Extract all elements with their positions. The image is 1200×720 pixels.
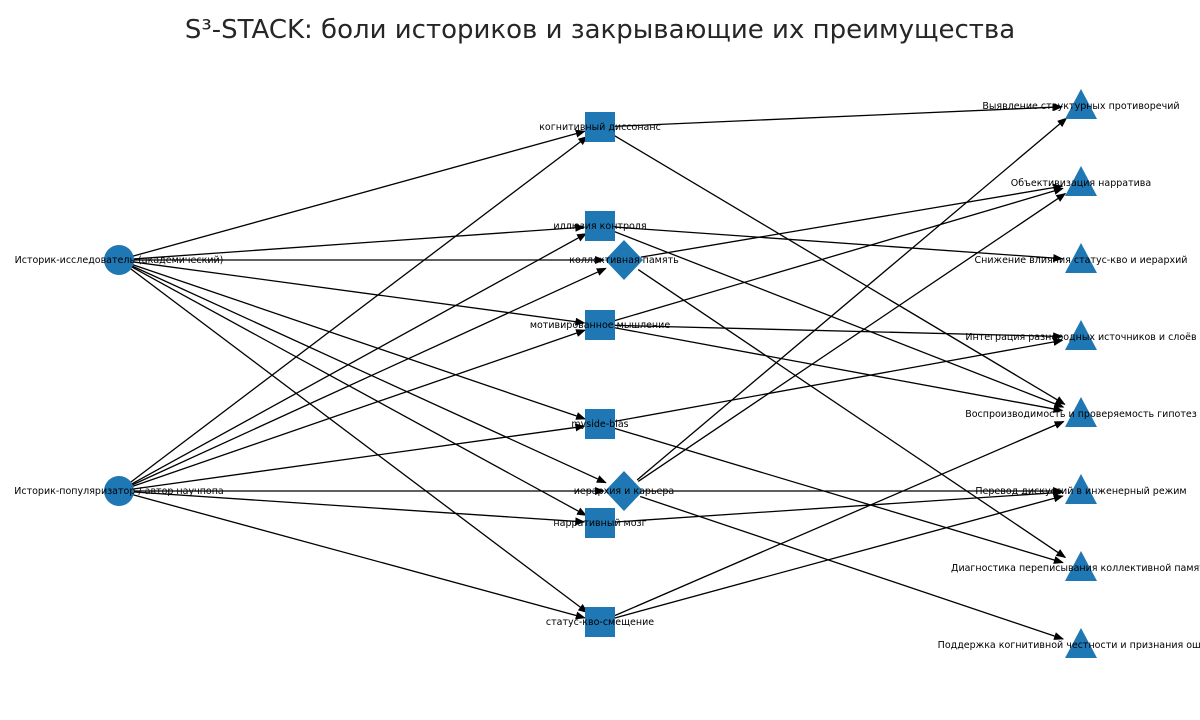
node-label-p8: статус-кво-смещение: [546, 617, 654, 628]
edge-p6-b8: [639, 495, 1065, 640]
edge-r2-p1: [129, 135, 589, 484]
node-label-p2: иллюзия контроля: [553, 221, 646, 232]
edge-p6-b2: [637, 193, 1067, 482]
edge-r2-p8: [131, 493, 586, 620]
edge-p4-b2: [612, 187, 1064, 322]
node-label-p6: иерархия и карьера: [574, 486, 675, 497]
node-b1: [1065, 89, 1097, 119]
edge-p2-b3: [613, 226, 1064, 263]
node-label-b8: Поддержка когнитивной честности и призна…: [938, 640, 1200, 651]
node-label-b2: Объективизация нарратива: [1011, 178, 1151, 189]
node-b2: [1065, 166, 1097, 196]
edges-layer: [129, 103, 1068, 640]
edge-p5-b7: [612, 427, 1064, 564]
node-b8: [1065, 628, 1097, 658]
node-p4: [585, 310, 615, 340]
labels-layer: Историк-исследователь (академический) Ист…: [14, 101, 1200, 651]
node-label-r2: Историк-популяризатор / автор научпопа: [14, 486, 224, 497]
node-label-b3: Снижение влияния статус-кво и иерархий: [975, 255, 1188, 266]
edge-r1-p8: [129, 267, 589, 614]
node-b5: [1065, 397, 1097, 427]
edge-p7-b6: [613, 488, 1064, 523]
edge-r1-p5: [131, 263, 587, 420]
edge-r1-p2: [132, 223, 586, 260]
edge-p4-b5: [613, 326, 1064, 413]
nodes-layer: [104, 89, 1097, 658]
edge-r2-p5: [132, 423, 586, 490]
node-p3: [605, 240, 643, 280]
edge-p8-b6: [612, 494, 1064, 620]
edge-r2-p3: [131, 267, 607, 486]
edge-r1-p6: [131, 265, 607, 484]
edge-r2-p2: [130, 233, 588, 486]
node-label-b6: Перевод дискуссий в инженерный режим: [975, 486, 1186, 497]
edge-p2-b5: [612, 230, 1065, 408]
node-label-b4: Интеграция разнородных источников и слоё…: [965, 332, 1197, 343]
edge-p5-b4: [613, 338, 1064, 423]
node-label-p1: когнитивный диссонанс: [539, 122, 661, 133]
node-p8: [585, 607, 615, 637]
node-label-p4: мотивированное мышление: [530, 320, 670, 331]
edge-p3-b2: [640, 183, 1064, 258]
edge-r2-p7: [132, 491, 586, 526]
edge-p6-b1: [636, 117, 1068, 481]
node-label-b5: Воспроизводимость и проверяемость гипоте…: [965, 409, 1197, 420]
edge-p1-b5: [611, 133, 1066, 405]
node-label-b1: Выявление структурных противоречий: [982, 101, 1179, 112]
node-label-p3: коллективная память: [569, 255, 679, 266]
edge-p3-b7: [637, 269, 1067, 558]
diagram-title: S³-STACK: боли историков и закрывающие и…: [185, 15, 1015, 45]
node-p7: [585, 508, 615, 538]
node-p1: [585, 112, 615, 142]
edge-p1-b1: [613, 103, 1064, 128]
node-b6: [1065, 474, 1097, 504]
node-label-b7: Диагностика переписывания коллективной п…: [951, 563, 1200, 574]
node-p5: [585, 409, 615, 439]
node-b7: [1065, 551, 1097, 581]
edge-r1-p1: [131, 129, 586, 258]
node-r2: [104, 476, 134, 506]
node-b4: [1065, 320, 1097, 350]
edge-r1-p4: [132, 261, 586, 326]
edge-p4-b4: [613, 324, 1064, 341]
node-r1: [104, 245, 134, 275]
node-p2: [585, 211, 615, 241]
node-label-p5: myside-bias: [571, 419, 628, 430]
node-p6: [605, 471, 643, 511]
edge-r1-p7: [130, 265, 588, 517]
node-label-p7: нарративный мозг: [553, 518, 646, 529]
edge-r2-p4: [131, 329, 587, 488]
node-b3: [1065, 243, 1097, 273]
node-label-r1: Историк-исследователь (академический): [15, 255, 224, 266]
edge-p8-b5: [612, 420, 1065, 618]
